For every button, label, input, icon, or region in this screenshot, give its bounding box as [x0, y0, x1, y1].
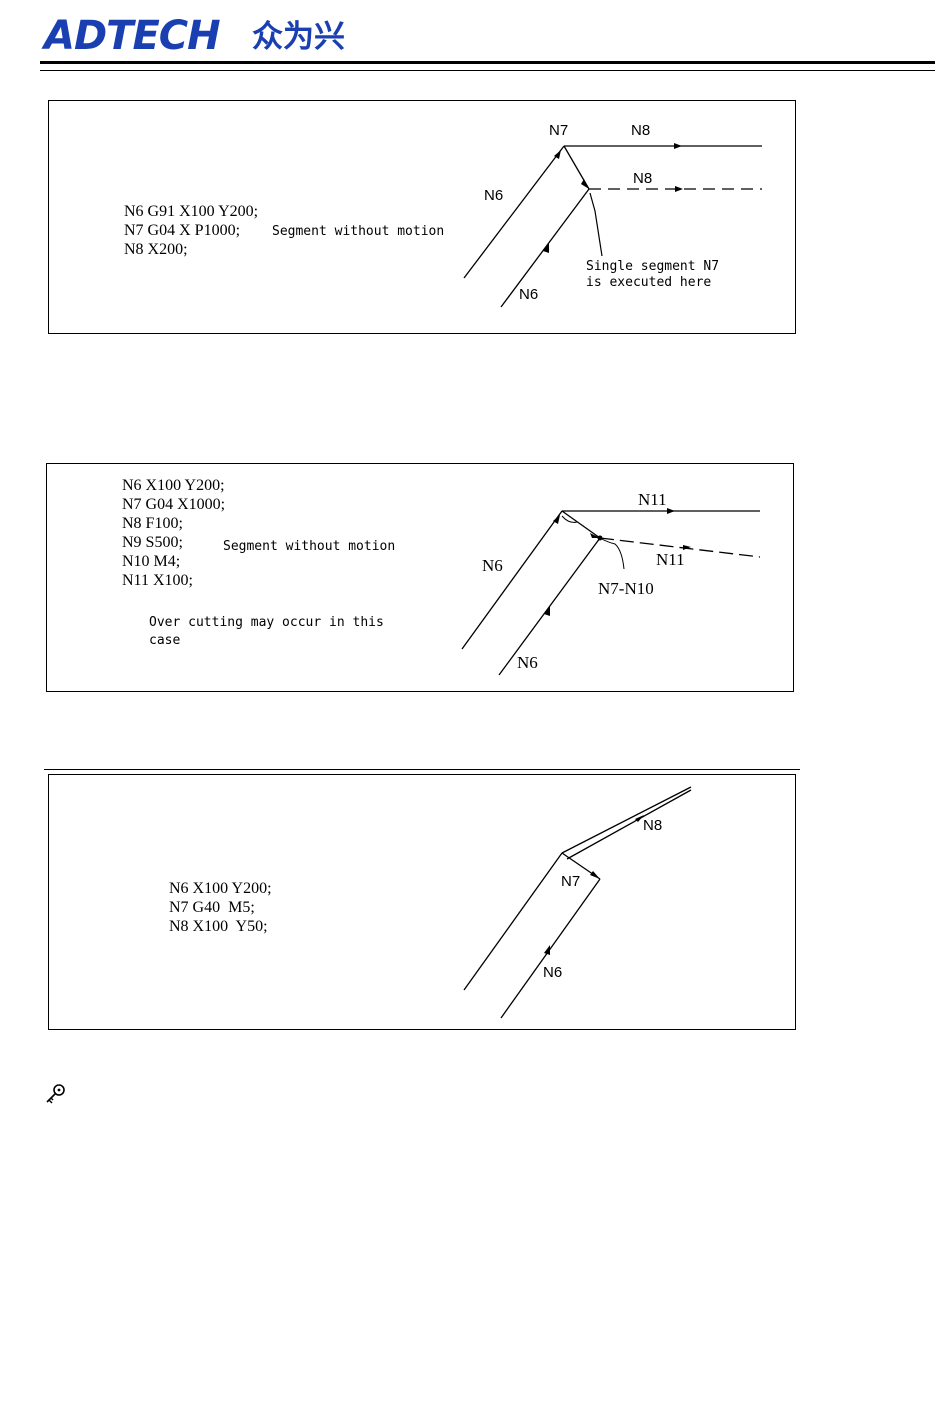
- figure-2-code-line-2: N7 G04 X1000;: [122, 496, 226, 513]
- figure-1: N6 G91 X100 Y200; N7 G04 X P1000; N8 X20…: [48, 100, 796, 334]
- figure-2-diagram: [461, 508, 761, 676]
- label-n6-bottom: N6: [519, 286, 539, 303]
- label-n6: N6: [543, 964, 563, 981]
- arrow-n7: [581, 179, 589, 189]
- label-n6-left: N6: [484, 187, 504, 204]
- arrow-n6-solid: [554, 150, 561, 159]
- figure-1-note-line-1: Single segment N7: [586, 259, 720, 274]
- arrow-n8-solid: [674, 143, 682, 149]
- key-icon: [46, 1084, 65, 1104]
- arrow-n6-offset: [544, 606, 550, 616]
- figure-2-code-line-1: N6 X100 Y200;: [122, 477, 225, 494]
- figure-1-annotation: Segment without motion: [272, 224, 445, 239]
- figure-1-code-line-1: N6 G91 X100 Y200;: [124, 203, 259, 220]
- brand-logo-chinese: 众为兴: [252, 19, 345, 55]
- label-n11-top: N11: [638, 490, 667, 509]
- label-n7-n10: N7-N10: [598, 579, 654, 598]
- figure-2-annotation: Segment without motion: [223, 539, 396, 554]
- path-n11-dashed: [599, 537, 761, 558]
- figure-1-note-line-2: is executed here: [586, 275, 712, 290]
- arrow-n7: [590, 871, 600, 879]
- separator-rule: [44, 769, 800, 770]
- path-n8-solid-lower: [566, 789, 692, 860]
- arrow-n8: [635, 815, 644, 822]
- label-n11-lower: N11: [656, 550, 685, 569]
- figure-2: N6 X100 Y200; N7 G04 X1000; N8 F100; N9 …: [46, 463, 794, 692]
- path-n6-solid: [463, 145, 565, 279]
- figure-2-warning-line-1: Over cutting may occur in this: [149, 615, 384, 630]
- figure-2-warning-line-2: case: [149, 633, 181, 648]
- figure-2-code-line-5: N10 M4;: [122, 553, 181, 570]
- figure-2-code-line-6: N11 X100;: [122, 572, 193, 589]
- brand-logo: ADTECH: [44, 13, 221, 59]
- arrow-n11-dashed: [683, 545, 691, 550]
- header-rule-thin: [40, 70, 935, 71]
- label-n7: N7: [561, 873, 581, 890]
- label-n8-dashed: N8: [633, 170, 653, 187]
- path-n8-solid-upper: [561, 786, 692, 854]
- arrow-n6-offset: [543, 243, 549, 253]
- label-n6-bottom: N6: [517, 653, 538, 672]
- figure-2-code-line-4: N9 S500;: [122, 534, 183, 551]
- figure-1-code-line-3: N8 X200;: [124, 241, 188, 258]
- path-n6-offset: [500, 878, 601, 1019]
- arrow-n8-dashed: [675, 186, 683, 192]
- figure-2-code-line-3: N8 F100;: [122, 515, 183, 532]
- figure-3: N6 X100 Y200; N7 G40 M5; N8 X100 Y50; N8…: [48, 774, 796, 1030]
- figure-1-diagram: [463, 143, 762, 308]
- label-n6-left: N6: [482, 556, 503, 575]
- figure-3-code-line-1: N6 X100 Y200;: [169, 880, 272, 897]
- path-n6-solid: [463, 852, 563, 991]
- path-n6-offset: [500, 188, 590, 308]
- label-n8-top: N8: [631, 122, 651, 139]
- arrow-n6-solid: [553, 515, 560, 524]
- label-n8: N8: [643, 817, 663, 834]
- note-leader: [589, 192, 603, 257]
- arrow-transition: [590, 533, 600, 538]
- path-n6-offset: [498, 537, 601, 676]
- label-n7: N7: [549, 122, 569, 139]
- arrow-n11-solid: [667, 508, 675, 514]
- leader-n7-n10: [599, 537, 625, 570]
- figure-3-diagram: [463, 786, 692, 1019]
- figure-3-code-line-3: N8 X100 Y50;: [169, 918, 268, 935]
- path-n6-solid: [461, 510, 563, 650]
- header-rule-thick: [40, 61, 935, 64]
- arrow-n6-offset: [544, 945, 550, 955]
- path-n7-n10-transition: [561, 510, 601, 539]
- figure-1-code-line-2: N7 G04 X P1000;: [124, 222, 241, 239]
- corner-arc: [561, 515, 578, 523]
- figure-3-code-line-2: N7 G40 M5;: [169, 899, 255, 916]
